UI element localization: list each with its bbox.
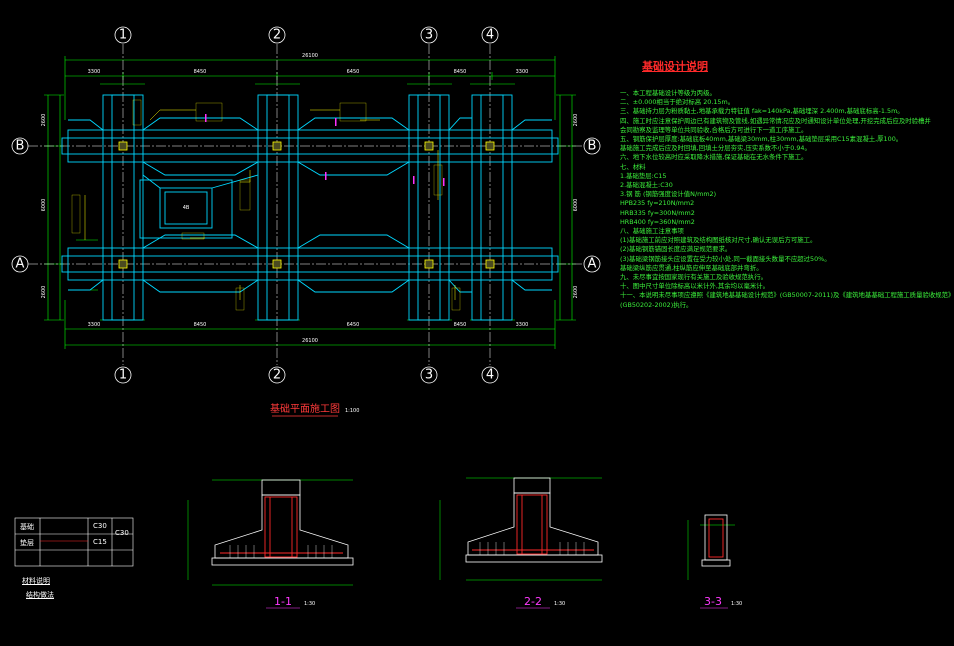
note-line: (GB50202-2002)执行。 xyxy=(620,300,693,309)
note-line: 二、±0.000相当于绝对标高 20.15m。 xyxy=(620,98,735,107)
dim-bot-2: 8450 xyxy=(194,322,207,328)
section-2-2-scale: 1:30 xyxy=(554,601,565,607)
axis-1-bottom: 1 xyxy=(119,368,127,383)
overall-dim-top: 26100 xyxy=(302,53,318,59)
table-value-cushion: C15 xyxy=(93,538,107,546)
foundation-outline xyxy=(61,94,559,321)
leader-lines xyxy=(84,109,456,300)
dim-bot-3: 6450 xyxy=(347,322,360,328)
dim-top-2: 8450 xyxy=(194,69,207,75)
section-marks xyxy=(205,114,445,186)
dim-top-5: 3300 xyxy=(516,69,529,75)
dim-left-bot: 2600 xyxy=(41,286,47,299)
cad-drawing-canvas: 26100 26100 3300 8450 6450 8450 3300 330… xyxy=(11,26,954,609)
section-2-2: 2-2 1:30 xyxy=(439,477,603,609)
note-line: 三、基础持力层为粉质黏土,地基承载力特征值 fak=140kPa,基础埋深 2.… xyxy=(620,107,904,116)
dim-right-mid: 6000 xyxy=(573,199,579,212)
dim-top-1: 3300 xyxy=(88,69,101,75)
section-3-3-title: 3-3 xyxy=(704,595,722,608)
section-1-1-title: 1-1 xyxy=(274,595,292,608)
note-line: 十一、本说明未尽事项应遵照《建筑地基基础设计规范》(GB50007-2011)及… xyxy=(620,291,954,300)
columns xyxy=(118,141,495,269)
foundation-plan: 26100 26100 3300 8450 6450 8450 3300 330… xyxy=(11,26,601,417)
table-title-1: 材料说明 xyxy=(22,577,50,585)
note-line: 基础施工完成后应及时回填,回填土分层夯实,压实系数不小于0.94。 xyxy=(620,144,811,153)
table-label-foundation: 基础 xyxy=(20,523,34,531)
pit-label: 4B xyxy=(183,205,190,211)
axis-A-left: A xyxy=(16,257,25,272)
overall-dim-bottom: 26100 xyxy=(302,338,318,344)
section-3-3: 3-3 1:30 xyxy=(687,514,742,609)
note-line: 会同勘察及监理等单位共同验收,合格后方可进行下一道工序施工。 xyxy=(620,125,808,134)
section-3-3-scale: 1:30 xyxy=(731,601,742,607)
dim-left-mid: 6000 xyxy=(41,199,47,212)
note-line: 八、基础施工注意事项 xyxy=(620,227,684,235)
axis-2-bottom: 2 xyxy=(273,368,281,383)
dim-right-bot: 2600 xyxy=(573,286,579,299)
axis-bubble-labels: 1 2 3 4 1 2 3 4 B A B A xyxy=(16,28,597,383)
dim-bot-4: 8450 xyxy=(454,322,467,328)
table-cell-c30: C30 xyxy=(115,529,129,537)
dimension-labels: 26100 26100 3300 8450 6450 8450 3300 330… xyxy=(41,53,579,344)
axis-2-top: 2 xyxy=(273,28,281,43)
section-1-1: 1-1 1:30 xyxy=(187,479,354,609)
note-line: (3)基础梁钢筋接头应设置在受力较小处,同一截面接头数量不应超过50%。 xyxy=(620,254,831,263)
dim-top-3: 6450 xyxy=(347,69,360,75)
dim-left-top: 2600 xyxy=(41,114,47,127)
note-line: 一、本工程基础设计等级为丙级。 xyxy=(620,89,716,97)
axis-A-right: A xyxy=(588,257,597,272)
note-line: 五、钢筋保护层厚度:基础底板40mm,基础梁30mm,柱30mm,基础垫层采用C… xyxy=(620,135,903,143)
note-line: 十、图中尺寸单位除标高以米计外,其余均以毫米计。 xyxy=(620,282,770,291)
drawing-svg: 26100 26100 3300 8450 6450 8450 3300 330… xyxy=(11,26,742,609)
dim-bot-1: 3300 xyxy=(88,322,101,328)
yellow-annotations xyxy=(71,99,461,311)
note-line: (1)基础施工前应对照建筑及结构图纸核对尺寸,确认无误后方可施工。 xyxy=(620,236,817,245)
axis-bubbles xyxy=(11,26,601,384)
note-line: HRB335 fy=300N/mm2 xyxy=(620,208,695,217)
plan-title: 基础平面施工图 xyxy=(270,402,340,415)
axis-3-top: 3 xyxy=(425,28,433,43)
note-line: 七、材料 xyxy=(620,162,646,171)
section-1-1-scale: 1:30 xyxy=(304,601,315,607)
axis-1-top: 1 xyxy=(119,28,127,43)
note-line: 基础梁纵筋应贯通,柱纵筋应伸至基础底部并弯折。 xyxy=(620,263,763,272)
note-line: 六、地下水位较高时应采取降水措施,保证基础在无水条件下施工。 xyxy=(620,153,808,162)
note-line: HPB235 fy=210N/mm2 xyxy=(620,199,695,208)
dim-right-top: 2600 xyxy=(573,114,579,127)
note-line: 3.钢 筋 (钢筋强度设计值N/mm2) xyxy=(620,190,717,199)
material-table xyxy=(14,517,134,567)
note-line: 1.基础垫层:C15 xyxy=(620,171,667,180)
axis-3-bottom: 3 xyxy=(425,368,433,383)
note-line: HRB400 fy=360N/mm2 xyxy=(620,217,695,226)
axis-4-top: 4 xyxy=(486,28,494,43)
plan-scale: 1:100 xyxy=(345,408,359,414)
axis-4-bottom: 4 xyxy=(486,368,494,383)
table-title-2: 结构做法 xyxy=(26,591,54,599)
axis-B-left: B xyxy=(16,139,25,154)
table-value-foundation: C30 xyxy=(93,522,107,530)
note-line: 九、未尽事宜按国家现行有关施工及验收规范执行。 xyxy=(620,273,767,281)
top-dimensions xyxy=(44,56,576,349)
table-label-cushion: 垫层 xyxy=(20,539,34,547)
dim-top-4: 8450 xyxy=(454,69,467,75)
notes-title: 基础设计说明 xyxy=(642,60,708,73)
dim-bot-5: 3300 xyxy=(516,322,529,328)
note-line: 2.基础混凝土:C30 xyxy=(620,181,673,189)
section-2-2-title: 2-2 xyxy=(524,595,542,608)
note-line: 四、施工时应注意保护周边已有建筑物及管线,如遇异常情况应及时通知设计单位处理,开… xyxy=(620,116,931,125)
axis-B-right: B xyxy=(588,139,597,154)
note-line: (2)基础钢筋锚固长度应满足规范要求。 xyxy=(620,245,732,254)
